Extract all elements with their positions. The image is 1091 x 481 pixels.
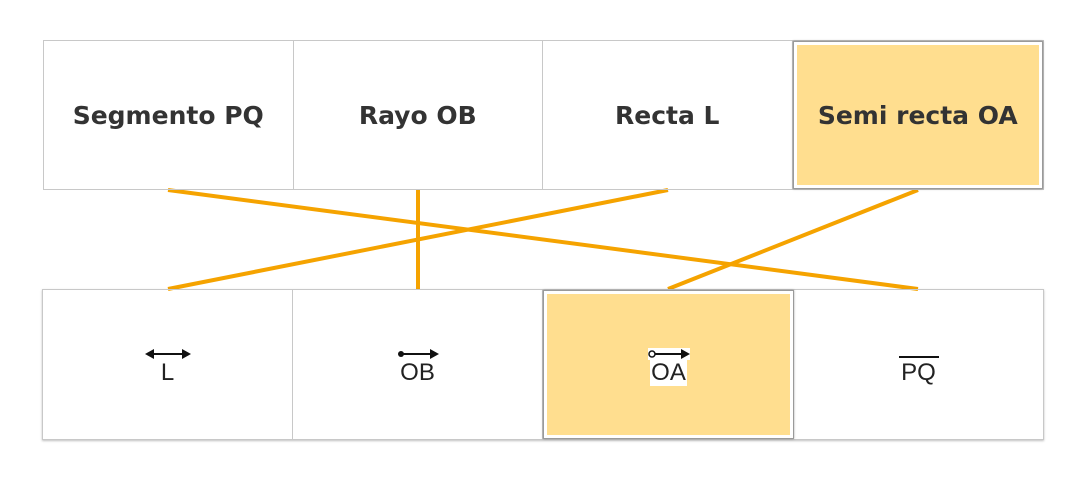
notation-text: PQ xyxy=(901,358,936,386)
match-item-label: Recta L xyxy=(615,100,720,130)
connector-segmento-pq-to-pq xyxy=(167,188,919,291)
connector-recta-l-to-l xyxy=(167,188,669,291)
connector-semi-recta-oa-to-oa xyxy=(667,188,919,291)
segment-bar-icon xyxy=(898,355,939,358)
match-item-rayo-ob[interactable]: Rayo OB xyxy=(294,41,543,189)
match-item-segmento-pq[interactable]: Segmento PQ xyxy=(44,41,294,189)
notation-item-l[interactable]: L xyxy=(43,290,293,439)
notation-text: L xyxy=(160,358,175,386)
match-item-label: Segmento PQ xyxy=(72,100,264,130)
notation-text: OB xyxy=(400,358,435,386)
match-item-label: Rayo OB xyxy=(358,100,477,130)
notation-item-pq[interactable]: PQ xyxy=(794,290,1043,439)
notation-symbol: L xyxy=(144,344,191,386)
concept-row: Segmento PQ Rayo OB Recta L Semi recta O… xyxy=(43,40,1044,190)
match-item-recta-l[interactable]: Recta L xyxy=(543,41,793,189)
line-arrows-both-icon xyxy=(144,348,191,359)
notation-text: OA xyxy=(650,358,687,386)
notation-symbol: PQ xyxy=(898,344,939,386)
match-item-label: Semi recta OA xyxy=(817,100,1018,130)
notation-item-ob[interactable]: OB xyxy=(293,290,543,439)
notation-symbol: OA xyxy=(647,344,690,386)
ray-open-dot-icon xyxy=(647,347,690,360)
ray-filled-dot-icon xyxy=(397,348,439,359)
match-item-semi-recta-oa[interactable]: Semi recta OA xyxy=(792,41,1043,189)
notation-item-oa[interactable]: OA xyxy=(543,290,794,439)
notation-symbol: OB xyxy=(397,344,439,386)
notation-row: L OB OA PQ xyxy=(42,289,1044,440)
